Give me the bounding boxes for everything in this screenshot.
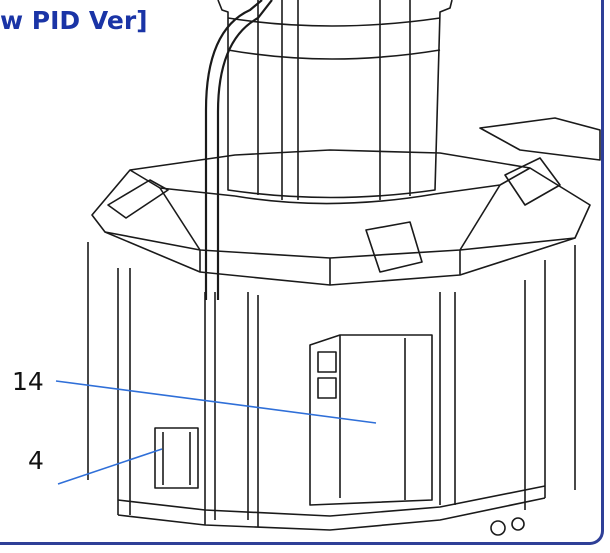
leader-lines (55, 380, 377, 485)
octagonal-deck (91, 149, 591, 286)
casters (490, 517, 525, 536)
figure-frame (0, 0, 604, 545)
machine-line-drawing (55, 0, 601, 536)
curved-rail (204, 0, 273, 300)
inner-cabinet (309, 334, 433, 506)
callout-label-14: 14 (12, 367, 44, 396)
lower-frame (87, 242, 576, 531)
deck-panels (107, 117, 601, 273)
leader-line-14 (55, 380, 377, 424)
figure-title: w PID Ver] (0, 6, 148, 35)
central-column (217, 0, 453, 200)
leader-line-4 (57, 448, 163, 485)
small-unit (154, 427, 199, 489)
callout-label-4: 4 (28, 446, 44, 475)
